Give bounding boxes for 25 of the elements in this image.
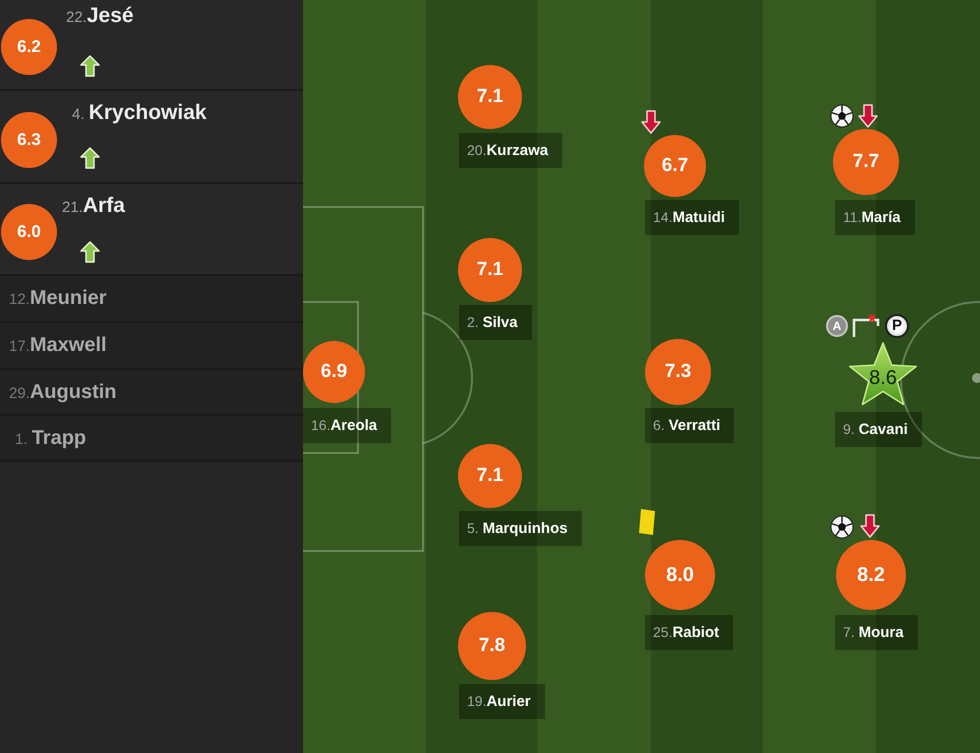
- player-name-tag: 16.Areola: [303, 408, 392, 443]
- rating-circle: 6.2: [1, 19, 57, 75]
- player-name-tag: 5. Marquinhos: [459, 511, 582, 546]
- substitute-row: [0, 323, 303, 370]
- player-name: 1. Trapp: [15, 426, 86, 451]
- player-name: 29.Augustin: [9, 380, 117, 405]
- player-name: 4. Krychowiak: [72, 100, 207, 126]
- rating-circle: 6.3: [1, 112, 57, 168]
- player-name: 12.Meunier: [9, 286, 107, 311]
- player-name-tag: 2. Silva: [459, 305, 532, 340]
- player-name-tag: 11.María: [835, 200, 915, 235]
- player-name-tag: 20.Kurzawa: [459, 133, 562, 168]
- substitute-row: [0, 276, 303, 323]
- player-name-tag: 6. Verratti: [645, 408, 734, 443]
- player-name-tag: 7. Moura: [835, 615, 918, 650]
- player-name-tag: 9. Cavani: [835, 412, 922, 447]
- player-name: 21.Arfa: [62, 193, 125, 219]
- player-name-tag: 19.Aurier: [459, 684, 545, 719]
- player-name: 17.Maxwell: [9, 333, 107, 358]
- player-name-tag: 25.Rabiot: [645, 615, 734, 650]
- substitute-row: [0, 370, 303, 416]
- rating-circle: 6.0: [1, 204, 57, 260]
- player-name: 22.Jesé: [66, 3, 134, 29]
- player-name-tag: 14.Matuidi: [645, 200, 739, 235]
- substitute-row: [0, 416, 303, 462]
